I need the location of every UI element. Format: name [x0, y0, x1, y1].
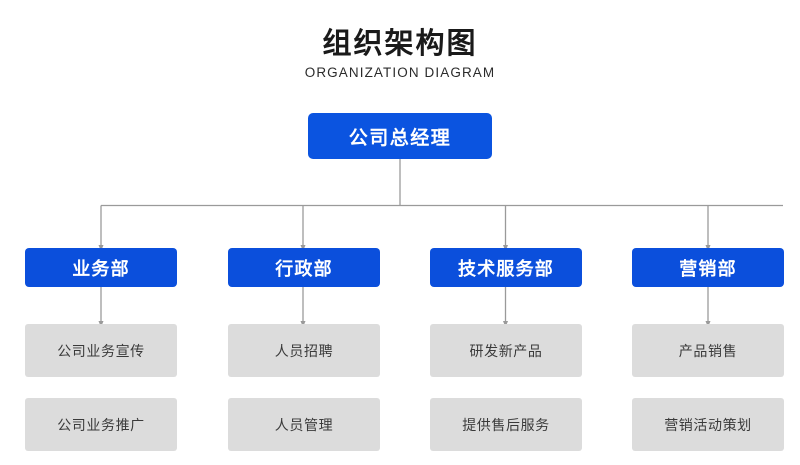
node-task-recruitment[interactable]: 人员招聘 — [228, 324, 380, 377]
node-dept-business-label: 业务部 — [72, 258, 130, 279]
chart-title-block: 组织架构图 ORGANIZATION DIAGRAM — [0, 26, 800, 82]
node-dept-technical-service[interactable]: 技术服务部 — [430, 248, 582, 287]
node-dept-business[interactable]: 业务部 — [25, 248, 177, 287]
node-task-business-promotion-announce[interactable]: 公司业务宣传 — [25, 324, 177, 377]
node-dept-administration[interactable]: 行政部 — [228, 248, 380, 287]
node-task-marketing-campaign-planning[interactable]: 营销活动策划 — [632, 398, 784, 451]
node-task-label: 产品销售 — [678, 342, 738, 359]
node-task-after-sales-service[interactable]: 提供售后服务 — [430, 398, 582, 451]
node-task-personnel-management[interactable]: 人员管理 — [228, 398, 380, 451]
node-dept-marketing[interactable]: 营销部 — [632, 248, 784, 287]
node-task-label: 营销活动策划 — [664, 416, 752, 433]
node-task-label: 人员招聘 — [274, 342, 334, 359]
node-task-label: 提供售后服务 — [462, 416, 550, 433]
page-subtitle: ORGANIZATION DIAGRAM — [304, 65, 496, 80]
page-title: 组织架构图 — [322, 28, 478, 60]
node-task-label: 研发新产品 — [469, 342, 543, 359]
node-task-product-sales[interactable]: 产品销售 — [632, 324, 784, 377]
node-dept-administration-label: 行政部 — [275, 258, 333, 279]
node-dept-technical-service-label: 技术服务部 — [458, 258, 554, 279]
node-root-label: 公司总经理 — [348, 127, 452, 149]
node-task-label: 公司业务宣传 — [57, 342, 145, 359]
node-task-label: 人员管理 — [274, 416, 334, 433]
node-task-business-marketing-push[interactable]: 公司业务推广 — [25, 398, 177, 451]
node-dept-marketing-label: 营销部 — [679, 258, 737, 279]
node-task-new-product-rnd[interactable]: 研发新产品 — [430, 324, 582, 377]
node-root-general-manager[interactable]: 公司总经理 — [308, 113, 492, 159]
node-task-label: 公司业务推广 — [57, 416, 145, 433]
